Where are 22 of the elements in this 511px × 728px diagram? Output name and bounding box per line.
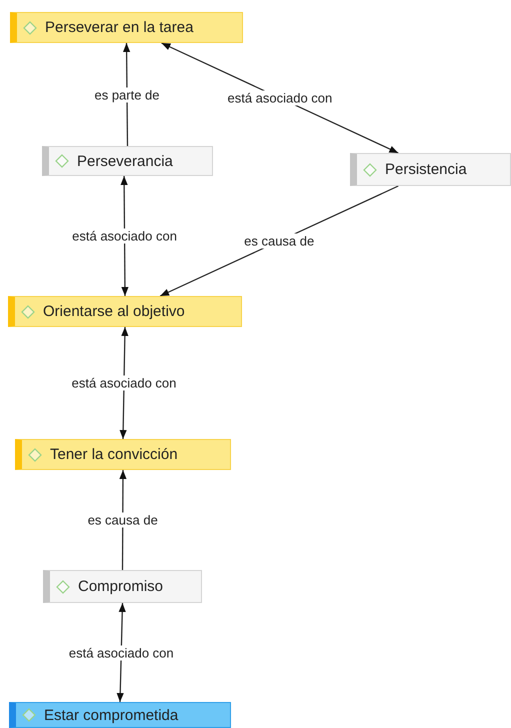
edge-label: está asociado con	[71, 228, 178, 244]
concept-box	[43, 570, 202, 603]
concept-label: Perseverancia	[77, 152, 173, 170]
arrow	[120, 176, 129, 296]
edge-label: es causa de	[86, 512, 159, 528]
concept-box	[10, 12, 243, 43]
concept-label: Persistencia	[385, 161, 467, 178]
concept-label: Perseverar en la tarea	[45, 19, 194, 36]
concept-label: Estar comprometida	[44, 706, 178, 724]
concept-label: Orientarse al objetivo	[43, 303, 185, 320]
edge-label: es parte de	[93, 87, 161, 102]
edge-label: está asociado con	[226, 90, 334, 106]
concept-label: Compromiso	[78, 578, 164, 595]
edge-label: está asociado con	[68, 645, 175, 660]
edge-label: es causa de	[243, 234, 316, 248]
concept-box	[8, 296, 242, 327]
concept-box	[9, 702, 231, 728]
edge-label: está asociado con	[70, 376, 178, 390]
concept-box	[42, 146, 213, 176]
concept-box	[350, 153, 511, 186]
concept-box	[15, 439, 231, 470]
concept-label: Tener la convicción	[50, 446, 178, 463]
